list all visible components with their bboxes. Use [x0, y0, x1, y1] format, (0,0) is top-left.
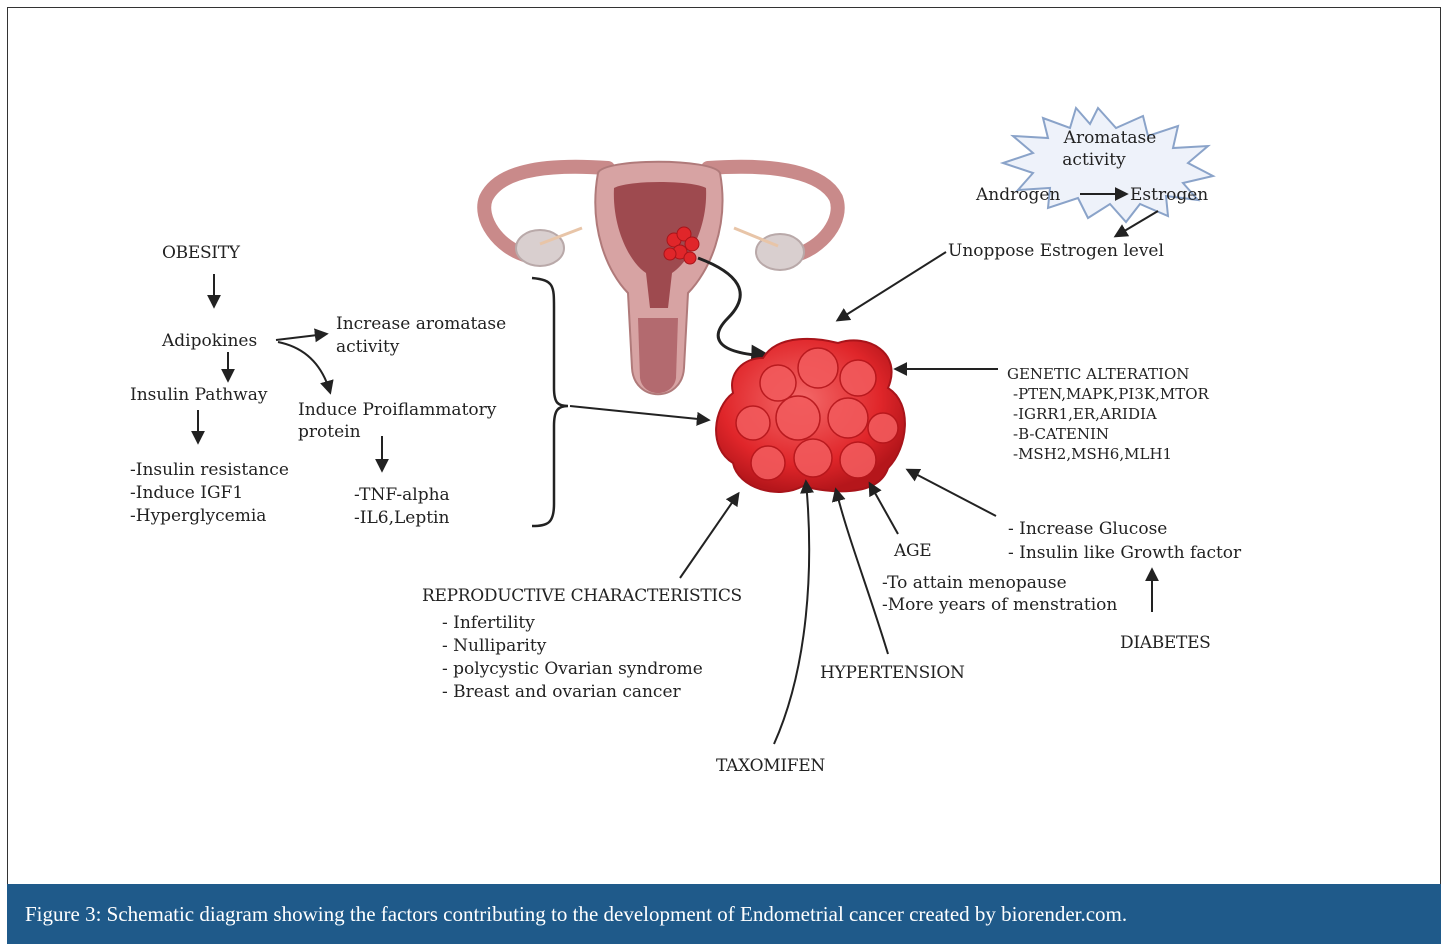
- tamoxifen-arrow: [774, 482, 809, 744]
- tumor-illustration: [716, 339, 905, 492]
- estrogen-to-tumor-arrow: [838, 252, 946, 320]
- tamoxifen-label: TAXOMIFEN: [716, 756, 825, 776]
- diabetes-to-tumor-arrow: [908, 470, 996, 516]
- cytokine-2: -IL6,Leptin: [354, 508, 449, 528]
- figure-frame: Aromatase activity Androgen Estrogen Uno…: [7, 7, 1441, 942]
- proinflam-label-2: protein: [298, 422, 361, 442]
- genetic-title: GENETIC ALTERATION: [1007, 365, 1189, 383]
- aromatase-label-2: activity: [1062, 150, 1126, 170]
- age-effect-2: -More years of menstration: [882, 595, 1117, 615]
- genetic-item-3: -B-CATENIN: [1013, 425, 1109, 443]
- reproductive-item-4: - Breast and ovarian cancer: [442, 682, 682, 702]
- figure-caption: Figure 3: Schematic diagram showing the …: [7, 884, 1441, 944]
- insulin-effect-3: -Hyperglycemia: [130, 506, 266, 526]
- insulin-effect-2: -Induce IGF1: [130, 483, 243, 503]
- reproductive-title: REPRODUCTIVE CHARACTERISTICS: [422, 586, 742, 606]
- age-to-tumor-arrow: [870, 484, 898, 534]
- brace-to-tumor-arrow: [570, 406, 708, 420]
- insulin-effect-1: -Insulin resistance: [130, 460, 289, 480]
- obesity-title: OBESITY: [162, 243, 241, 263]
- uterus-to-tumor-arrow: [698, 258, 768, 356]
- diabetes-effect-2: - Insulin like Growth factor: [1008, 543, 1242, 563]
- aromatase-label-1: Aromatase: [1063, 128, 1157, 148]
- hypertension-arrow: [836, 490, 888, 654]
- obesity-brace: [532, 278, 568, 526]
- age-effect-1: -To attain menopause: [882, 573, 1067, 593]
- adipokines-to-proinflam-arrow: [278, 342, 330, 392]
- insulin-pathway-label: Insulin Pathway: [130, 385, 268, 405]
- age-title: AGE: [893, 541, 931, 561]
- diabetes-title: DIABETES: [1120, 633, 1211, 653]
- unopposed-estrogen-label: Unoppose Estrogen level: [948, 241, 1164, 261]
- adipokines-label: Adipokines: [161, 331, 257, 351]
- hypertension-label: HYPERTENSION: [820, 663, 965, 683]
- reproductive-to-tumor-arrow: [680, 494, 738, 578]
- androgen-label: Androgen: [975, 185, 1060, 205]
- increase-aromatase-2: activity: [336, 337, 400, 357]
- increase-aromatase-1: Increase aromatase: [336, 314, 506, 334]
- genetic-item-1: -PTEN,MAPK,PI3K,MTOR: [1013, 385, 1210, 403]
- estrogen-label: Estrogen: [1130, 185, 1208, 205]
- reproductive-item-1: - Infertility: [442, 613, 535, 633]
- reproductive-item-2: - Nulliparity: [442, 636, 547, 656]
- proinflam-label-1: Induce Proiflammatory: [298, 400, 497, 420]
- cytokine-1: -TNF-alpha: [354, 485, 450, 505]
- diabetes-effect-1: - Increase Glucose: [1008, 519, 1167, 539]
- diagram-canvas: Aromatase activity Androgen Estrogen Uno…: [8, 8, 1441, 942]
- genetic-item-4: -MSH2,MSH6,MLH1: [1013, 445, 1172, 463]
- reproductive-item-3: - polycystic Ovarian syndrome: [442, 659, 703, 679]
- adipokines-to-aromatase-arrow: [276, 334, 326, 340]
- genetic-item-2: -IGRR1,ER,ARIDIA: [1013, 405, 1157, 423]
